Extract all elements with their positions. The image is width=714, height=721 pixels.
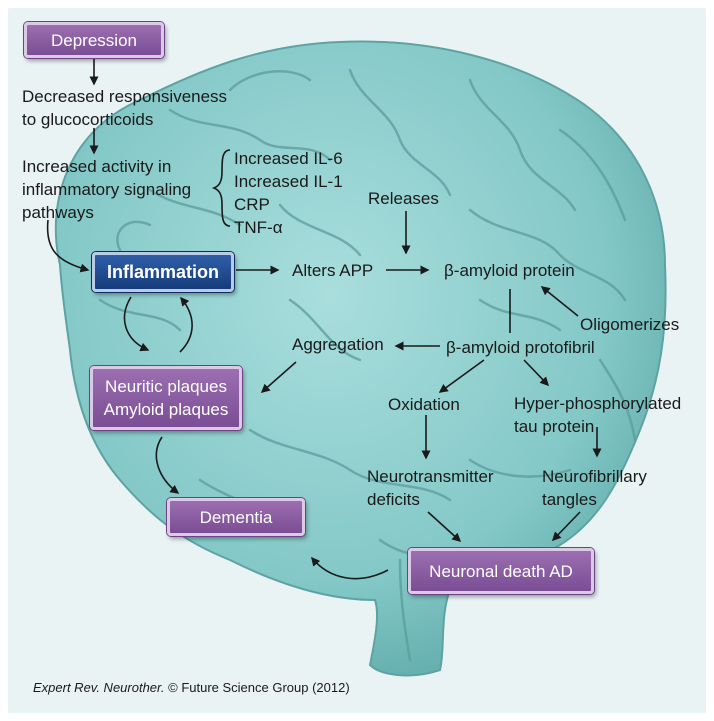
oligomerizes-label: Oligomerizes — [580, 315, 680, 334]
oxidation-label: Oxidation — [388, 395, 460, 414]
neuronal-death-box: Neuronal death AD — [408, 548, 594, 594]
arrow-protofibril-to-oxidation — [438, 359, 485, 393]
copyright-text: © Future Science Group (2012) — [168, 680, 350, 695]
beta-amyloid-protein-label: β-amyloid protein — [444, 261, 575, 280]
beta-amyloid-protofibril-label: β-amyloid protofibril — [446, 338, 595, 357]
inflammation-box: Inflammation — [92, 252, 234, 292]
arrow-oligomerizes — [540, 286, 579, 317]
releases-label: Releases — [368, 189, 439, 208]
marker-tnf: TNF-α — [234, 218, 283, 237]
alters-app-label: Alters APP — [292, 261, 374, 280]
marker-il1: Increased IL-1 — [234, 172, 343, 191]
copyright-footer: Expert Rev. Neurother. © Future Science … — [33, 680, 350, 695]
depression-box: Depression — [24, 22, 164, 58]
arrow-activity-to-inflammation — [46, 219, 90, 273]
plaques-box: Neuritic plaques Amyloid plaques — [90, 366, 242, 430]
arrow-inflammation-to-plaques — [123, 296, 150, 352]
arrow-aggregation-to-plaques — [260, 361, 297, 393]
marker-crp: CRP — [234, 195, 270, 214]
arrow-protofibril-to-tau — [523, 359, 550, 387]
arrow-tangles-to-neuronal-death — [551, 511, 581, 542]
journal-name: Expert Rev. Neurother. — [33, 680, 165, 695]
arrow-neuronal-death-to-dementia — [311, 556, 389, 580]
arrow-plaques-to-dementia — [155, 436, 180, 494]
markers-brace — [211, 149, 231, 227]
aggregation-label: Aggregation — [292, 335, 384, 354]
arrow-deficits-to-neuronal-death — [427, 511, 462, 543]
marker-il6: Increased IL-6 — [234, 149, 343, 168]
arrow-plaques-to-inflammation — [179, 296, 193, 353]
dementia-box: Dementia — [167, 498, 305, 536]
